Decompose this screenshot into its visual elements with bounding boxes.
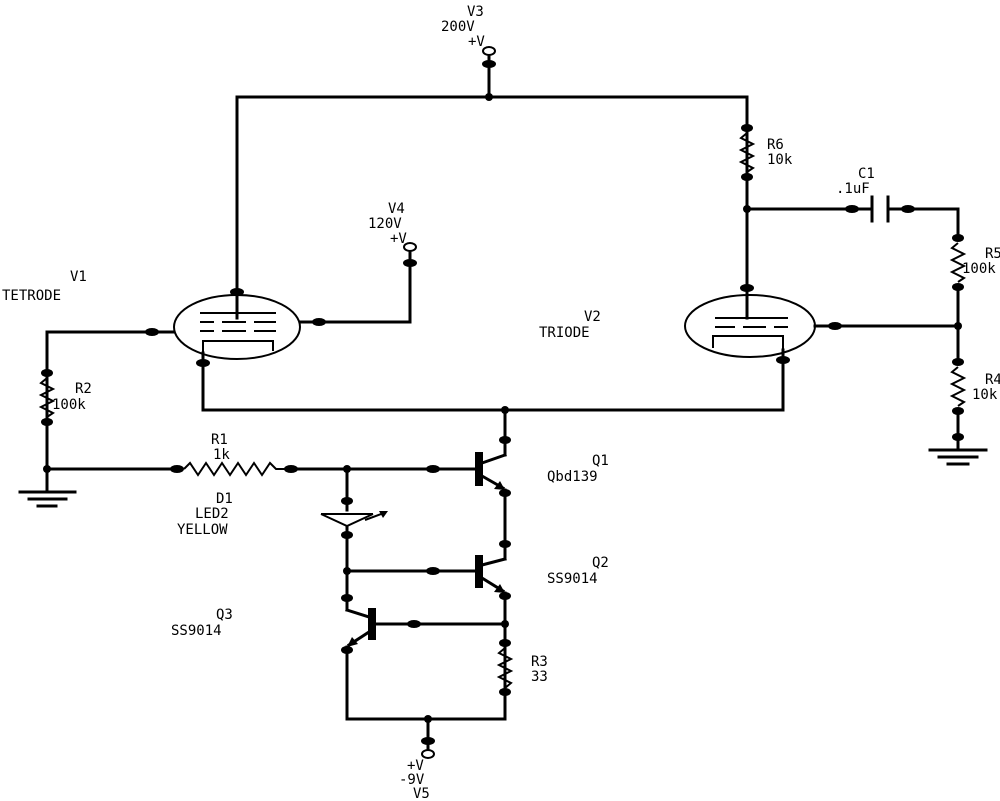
v4-value-label: 120V: [368, 216, 402, 232]
r2-name-label: R2: [75, 381, 92, 397]
r4-name-label: R4: [985, 372, 1000, 388]
d1-color-label: YELLOW: [177, 522, 228, 538]
r6-zigzag: [738, 132, 756, 173]
q3-collector: [345, 608, 371, 619]
v2-name-label: V2: [584, 309, 601, 325]
v3-sign-label: +V: [468, 34, 485, 50]
v5-value-label: -9V: [399, 772, 425, 788]
v1-name-label: V1: [70, 269, 87, 285]
r6-value-label: 10k: [767, 152, 793, 168]
v3-value-label: 200V: [441, 19, 475, 35]
c1-value-label: .1uF: [836, 181, 870, 197]
v5-supply: [421, 717, 435, 759]
ground-right-icon: [928, 448, 988, 466]
q3-base-bar: [368, 608, 376, 640]
q1-transistor: [475, 408, 511, 561]
r5-value-label: 100k: [962, 261, 996, 277]
q3-name-label: Q3: [216, 607, 233, 623]
r1-zigzag: [183, 461, 286, 477]
d1-led: [320, 467, 388, 612]
q1-base-bar: [475, 452, 483, 486]
r5-name-label: R5: [985, 246, 1000, 262]
r3-value-label: 33: [531, 669, 548, 685]
v3-supply: [482, 46, 496, 99]
v5-terminal-icon: [421, 749, 435, 759]
r5-zigzag: [949, 242, 967, 283]
c1-name-label: C1: [858, 166, 875, 182]
v2-type-label: TRIODE: [539, 325, 590, 341]
v1-type-label: TETRODE: [2, 288, 61, 304]
d1-part-label: LED2: [195, 506, 229, 522]
q3-transistor: [341, 608, 507, 723]
r2-value-label: 100k: [52, 397, 86, 413]
r6-name-label: R6: [767, 137, 784, 153]
v1-screen-wire: [298, 251, 412, 324]
q2-name-label: Q2: [592, 555, 609, 571]
q1-name-label: Q1: [592, 453, 609, 469]
q2-part-label: SS9014: [547, 571, 598, 587]
r4-resistor: [928, 358, 988, 466]
r3-zigzag: [496, 647, 514, 689]
ground-left-icon: [18, 490, 77, 508]
q2-base-bar: [475, 555, 483, 588]
v3-name-label: V3: [467, 4, 484, 20]
r1-name-label: R1: [211, 432, 228, 448]
q2-transistor: [345, 555, 511, 721]
v1-cathode: [202, 340, 274, 353]
q1-collector: [480, 453, 507, 465]
v1-envelope: [173, 294, 301, 360]
r3-name-label: R3: [531, 654, 548, 670]
v1-tetrode-tube: [45, 95, 417, 472]
r4-value-label: 10k: [972, 387, 998, 403]
r3-resistor: [496, 647, 514, 696]
v4-terminal-icon: [403, 242, 417, 252]
q1-part-label: Qbd139: [547, 469, 598, 485]
q3-emitter-wire: [345, 645, 507, 721]
c1-capacitor: [745, 195, 960, 242]
v5-sign-label: +V: [407, 758, 424, 774]
v5-name-label: V5: [413, 786, 430, 801]
v2-triode-tube: [684, 95, 962, 412]
v4-name-label: V4: [388, 201, 405, 217]
r1-value-label: 1k: [213, 447, 230, 463]
v4-sign-label: +V: [390, 231, 407, 247]
r1-resistor: [45, 461, 477, 477]
r4-zigzag: [949, 366, 967, 407]
c1-right-wire: [888, 207, 960, 242]
d1-name-label: D1: [216, 491, 233, 507]
r5-resistor: [949, 234, 967, 360]
q3-part-label: SS9014: [171, 623, 222, 639]
r2-zigzag: [38, 377, 56, 418]
v2-cathode: [712, 335, 784, 350]
r2-resistor: [18, 369, 77, 508]
q2-collector: [480, 557, 507, 567]
